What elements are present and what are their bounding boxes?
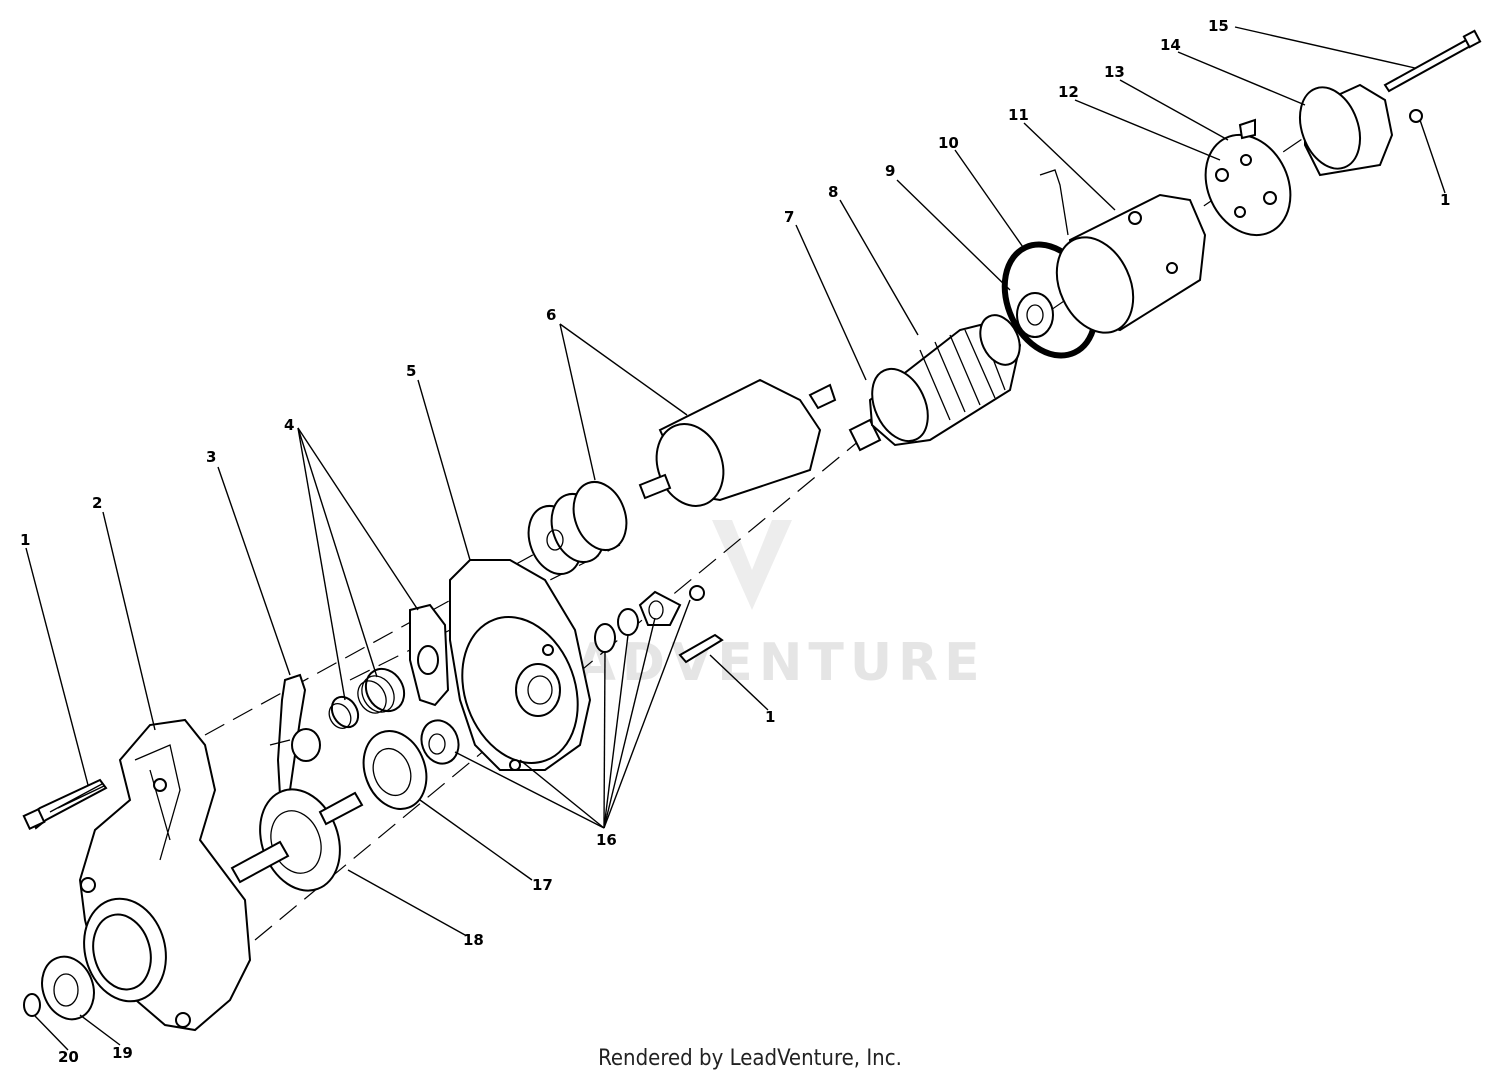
yoke-part-11 bbox=[1039, 169, 1207, 334]
clip-part-20 bbox=[23, 993, 41, 1017]
washers-part-16 bbox=[420, 590, 682, 765]
callout-1-right-top: 1 bbox=[1440, 191, 1450, 209]
callout-10: 10 bbox=[938, 134, 959, 152]
leader-lines bbox=[25, 26, 1446, 1051]
callout-labels: 1 2 3 4 5 6 7 8 9 10 11 12 13 14 15 1 1 … bbox=[20, 17, 1450, 1066]
callout-1-left: 1 bbox=[20, 531, 30, 549]
callout-2: 2 bbox=[92, 494, 102, 512]
callout-1-middle: 1 bbox=[765, 708, 775, 726]
shift-lever-part-3 bbox=[269, 673, 321, 797]
armature-part-8 bbox=[848, 314, 1022, 452]
callout-4: 4 bbox=[284, 416, 294, 434]
solenoid-part-6 bbox=[527, 378, 837, 575]
drive-housing-part-2 bbox=[78, 718, 252, 1032]
callout-13: 13 bbox=[1104, 63, 1125, 81]
front-cover-part-5 bbox=[449, 559, 592, 771]
callout-8: 8 bbox=[828, 183, 838, 201]
callout-15: 15 bbox=[1208, 17, 1229, 35]
callout-5: 5 bbox=[406, 362, 416, 380]
callout-20: 20 bbox=[58, 1048, 79, 1066]
callout-19: 19 bbox=[112, 1044, 133, 1062]
pinion-shaft-part-18 bbox=[230, 788, 364, 892]
gear-part-17 bbox=[362, 730, 428, 810]
bolts-part-1-right bbox=[678, 585, 724, 664]
pinion-part-19 bbox=[41, 955, 95, 1021]
end-cap-part-14 bbox=[1299, 83, 1394, 177]
callout-16: 16 bbox=[596, 831, 617, 849]
callout-3: 3 bbox=[206, 448, 216, 466]
through-bolt-part-15 bbox=[1383, 29, 1482, 123]
callout-6: 6 bbox=[546, 306, 556, 324]
callout-7: 7 bbox=[784, 208, 794, 226]
callout-14: 14 bbox=[1160, 36, 1181, 54]
callout-18: 18 bbox=[463, 931, 484, 949]
callout-9: 9 bbox=[885, 162, 895, 180]
brush-holder-part-13 bbox=[1204, 118, 1292, 237]
callout-12: 12 bbox=[1058, 83, 1079, 101]
callout-11: 11 bbox=[1008, 106, 1029, 124]
callout-17: 17 bbox=[532, 876, 553, 894]
footer-credit: Rendered by LeadVenture, Inc. bbox=[598, 1046, 902, 1071]
spring-set-part-4 bbox=[328, 603, 450, 729]
bolt-part-1 bbox=[22, 778, 108, 831]
